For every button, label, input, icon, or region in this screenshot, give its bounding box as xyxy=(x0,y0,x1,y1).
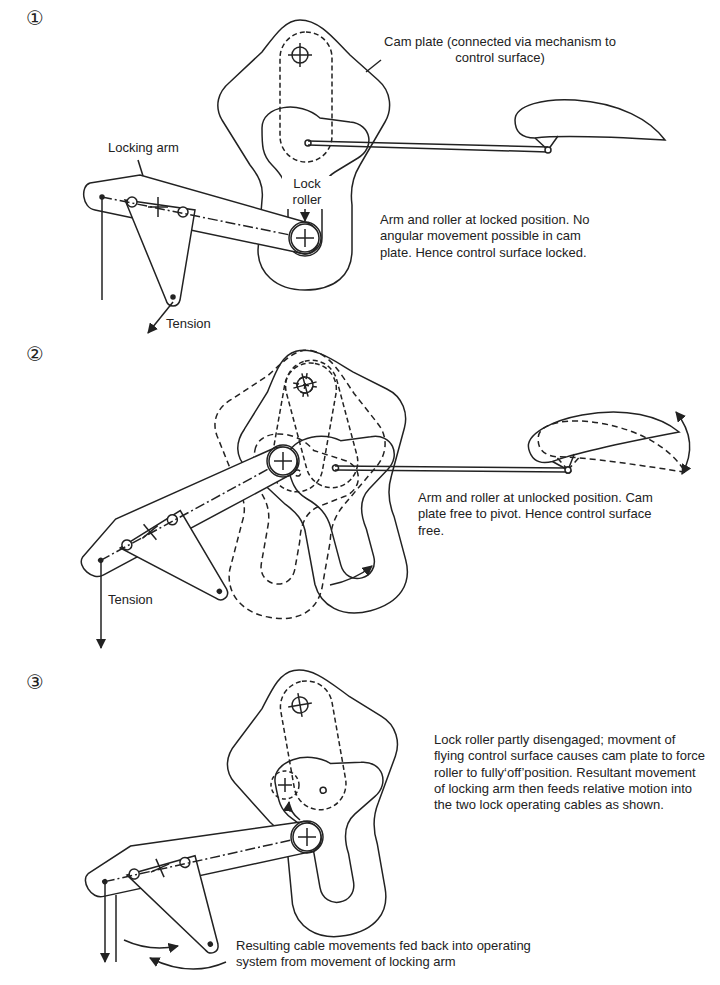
note-text: Resulting cable movements fed back into … xyxy=(236,938,566,971)
tension-arrow xyxy=(100,560,102,648)
panel-three xyxy=(79,655,429,985)
leader-arrow xyxy=(304,209,306,221)
lock-roller xyxy=(267,445,299,477)
motion-arrow xyxy=(124,940,178,948)
lock-roller xyxy=(291,821,323,853)
control-surface xyxy=(524,393,682,481)
control-surface-previous xyxy=(535,416,690,485)
panel-one xyxy=(84,20,665,333)
roller-previous xyxy=(271,771,299,799)
force-label: Tension xyxy=(166,316,211,332)
control-surface xyxy=(515,100,665,153)
lock-roller xyxy=(289,222,321,254)
motion-arrow xyxy=(289,802,300,820)
note-text: Lock roller partly disengaged; movment o… xyxy=(434,732,706,813)
cam-plate xyxy=(213,655,429,951)
push-rod xyxy=(308,145,548,152)
crosshair xyxy=(284,778,286,792)
part-label: Locking arm xyxy=(108,140,179,156)
push-rod xyxy=(335,470,568,472)
motion-arrow xyxy=(150,958,226,969)
motion-arrow xyxy=(676,412,690,474)
callout-number: ③ xyxy=(26,672,44,692)
cable xyxy=(115,895,117,962)
part-label: Cam plate (connected via mechanism to co… xyxy=(380,34,620,67)
locking-arm xyxy=(79,773,347,985)
panel-two xyxy=(72,328,689,656)
note-text: Arm and roller at unlocked position. Cam… xyxy=(418,490,658,539)
leader-line xyxy=(366,60,381,72)
leader-line xyxy=(138,160,143,176)
note-text: Arm and roller at locked position. No an… xyxy=(380,212,598,261)
part-label: Lock roller xyxy=(282,176,332,209)
cable-arrow xyxy=(104,882,106,962)
cable xyxy=(101,197,103,300)
force-label: Tension xyxy=(108,592,153,608)
callout-number: ① xyxy=(26,8,44,28)
locking-arm xyxy=(72,404,336,655)
cam-plate xyxy=(218,20,390,290)
callout-number: ② xyxy=(26,344,44,364)
motion-arrow xyxy=(330,566,372,585)
push-rod xyxy=(335,466,568,468)
